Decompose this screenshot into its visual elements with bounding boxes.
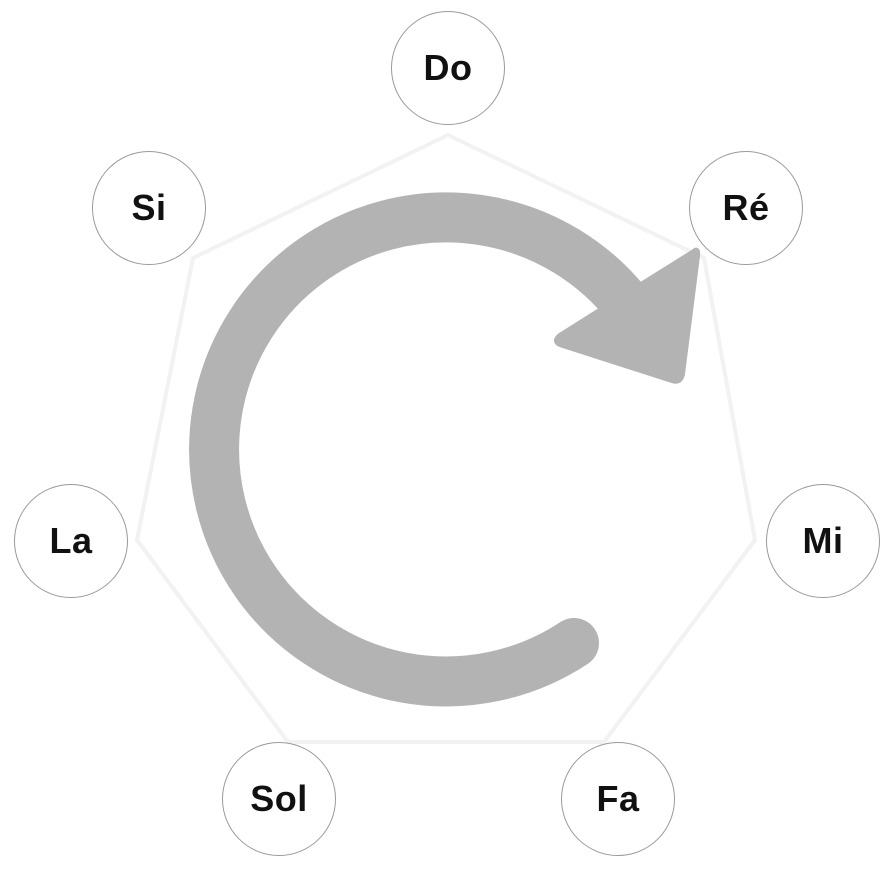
- note-re: Ré: [689, 151, 803, 265]
- note-sol: Sol: [222, 742, 336, 856]
- note-mi-label: Mi: [802, 520, 844, 561]
- note-fa-label: Fa: [596, 778, 640, 819]
- heptagon-outline: [134, 132, 758, 744]
- note-sol-label: Sol: [250, 778, 308, 819]
- note-mi: Mi: [766, 484, 880, 598]
- note-fa: Fa: [561, 742, 675, 856]
- cycle-arrow-body: [189, 192, 655, 707]
- note-do: Do: [391, 11, 505, 125]
- note-si: Si: [92, 151, 206, 265]
- note-do-label: Do: [423, 47, 473, 88]
- note-re-label: Ré: [722, 187, 770, 228]
- note-la: La: [14, 484, 128, 598]
- note-si-label: Si: [131, 187, 167, 228]
- cycle-arrow-head: [554, 247, 701, 384]
- note-la-label: La: [49, 520, 93, 561]
